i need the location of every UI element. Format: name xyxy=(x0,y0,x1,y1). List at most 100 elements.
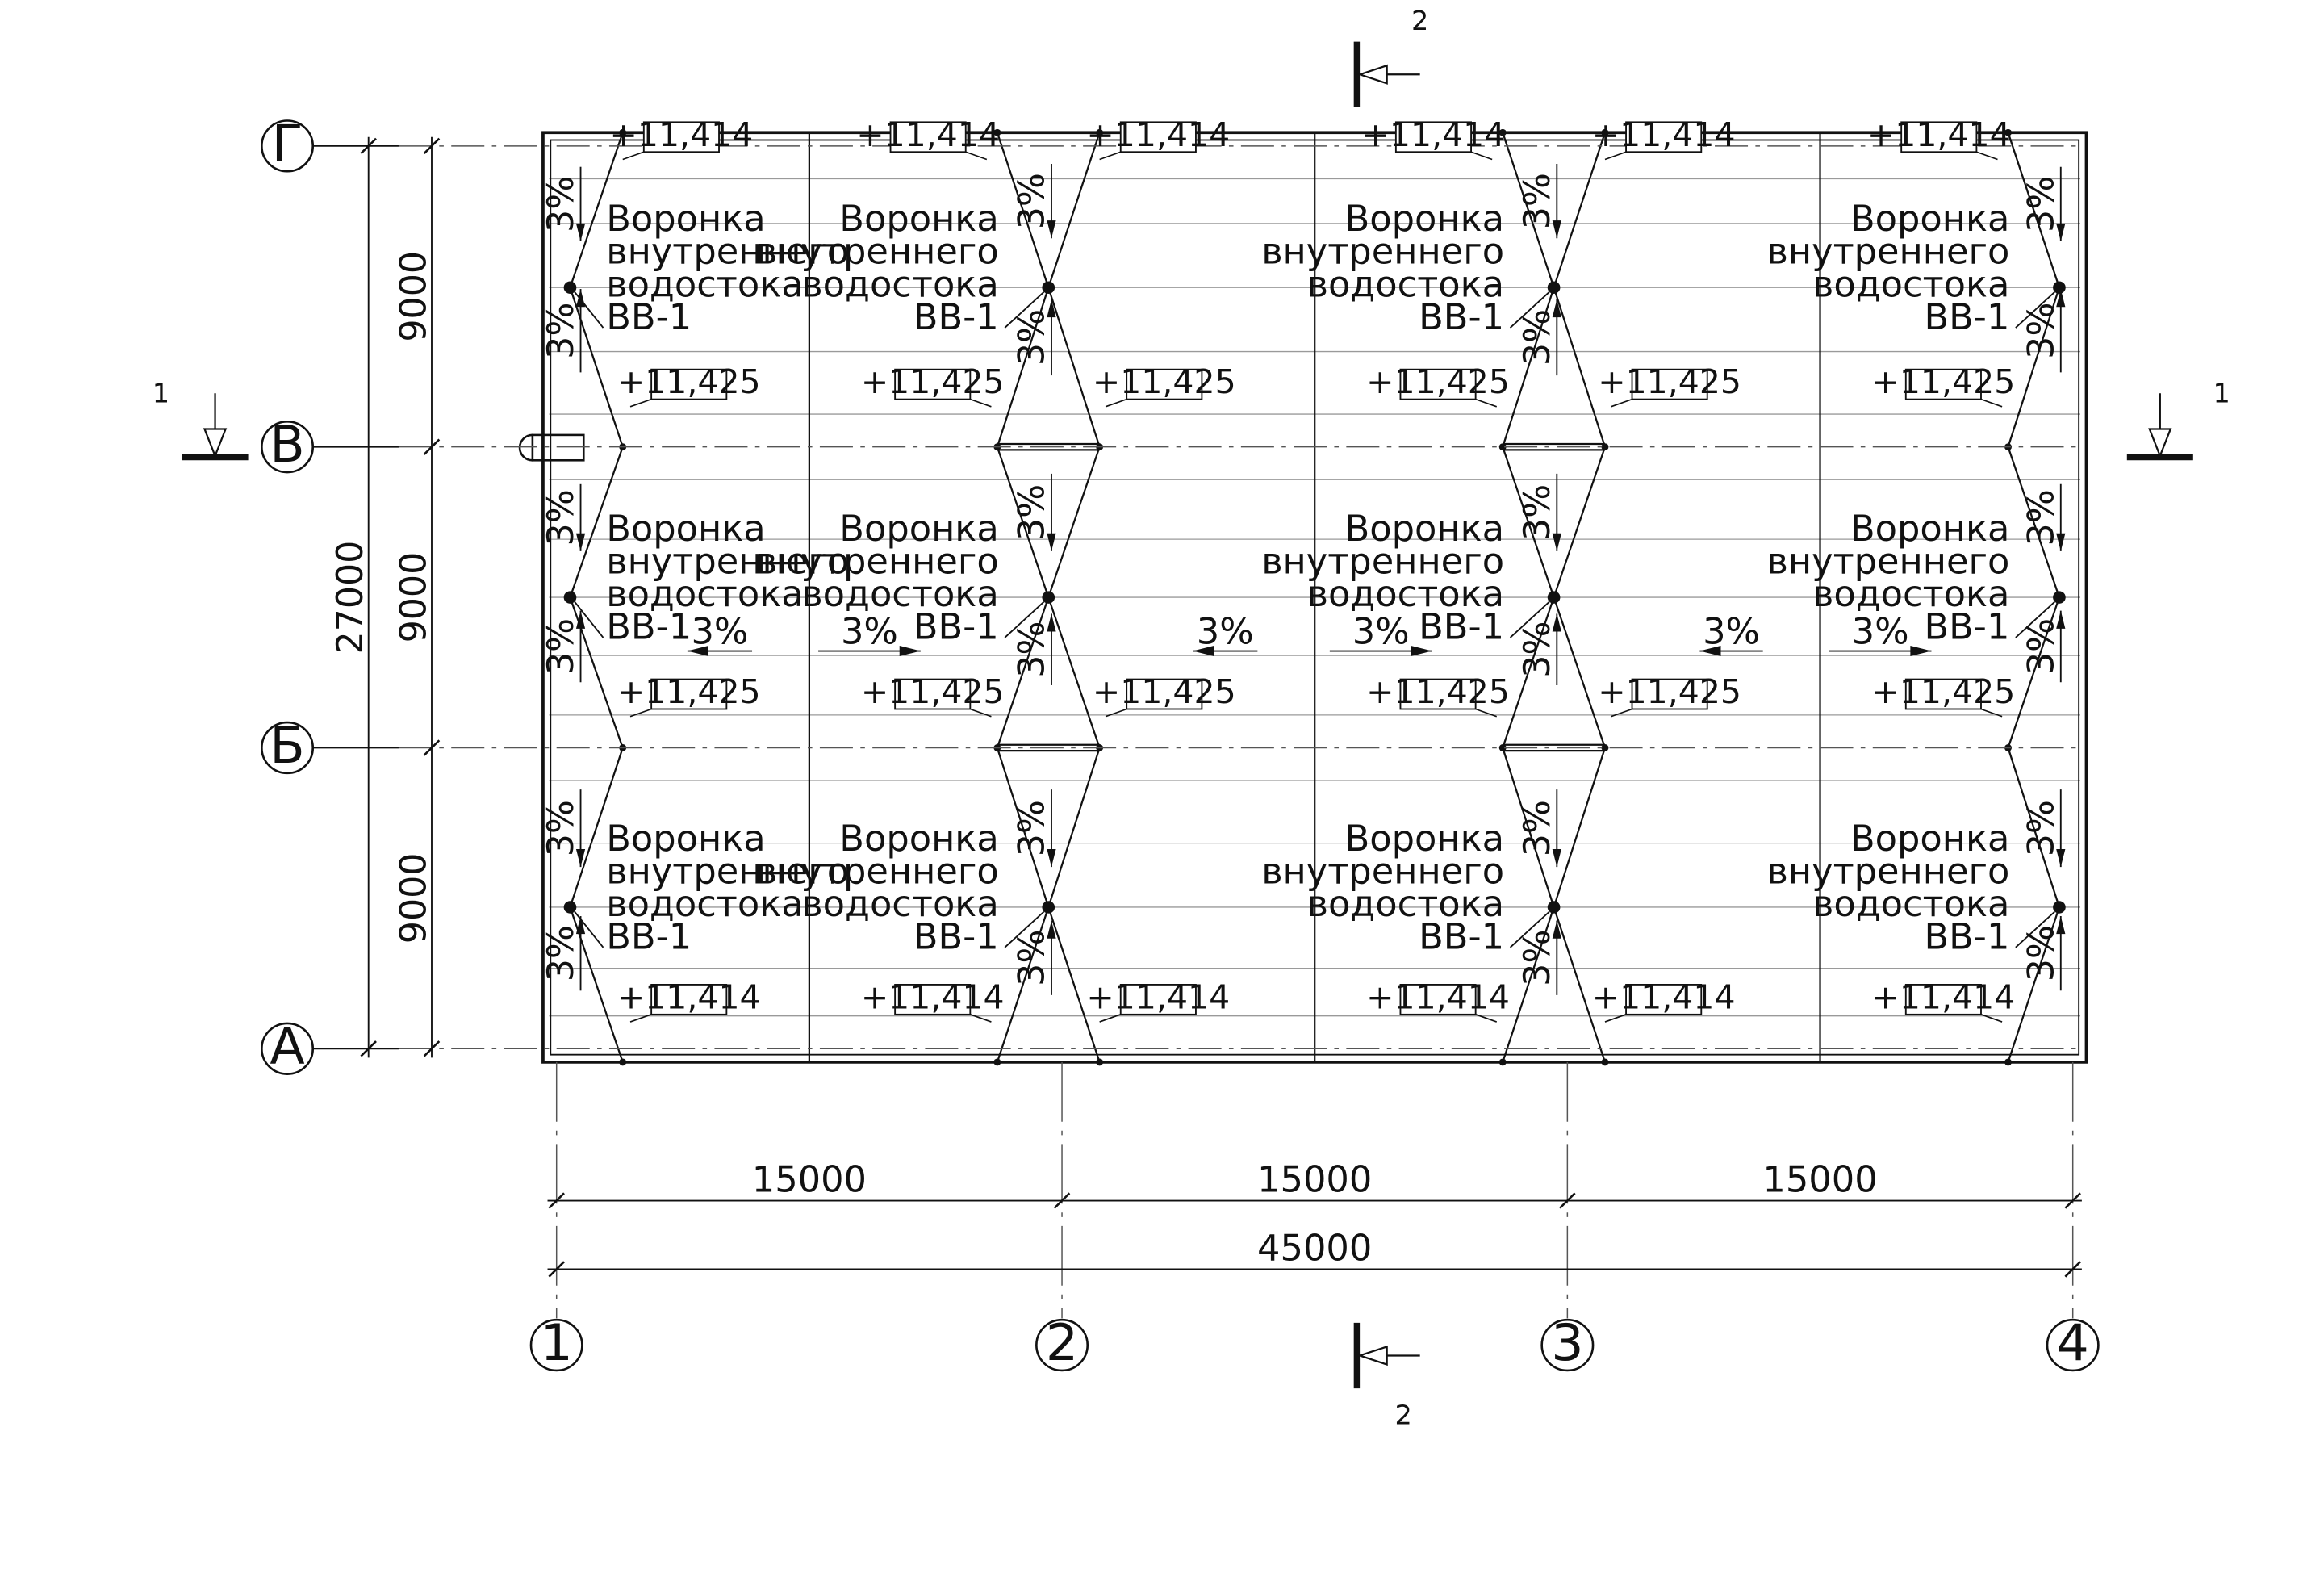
valley-line xyxy=(1553,287,1607,448)
total-height-dimension: 27000 xyxy=(330,541,371,655)
elevation-box xyxy=(650,678,728,710)
funnel-label-line: внутреннего xyxy=(756,852,999,893)
elevation-value: +11,414 xyxy=(1086,978,1230,1017)
slope-value: 3% xyxy=(2021,618,2062,675)
section-arrowhead xyxy=(1356,1345,1388,1366)
valley-line xyxy=(1047,906,1101,1063)
funnel-label-line: Воронка xyxy=(606,199,765,240)
slope-value: 3% xyxy=(1011,309,1052,366)
slope-arrowhead xyxy=(1552,920,1561,939)
dim-tick xyxy=(360,137,377,155)
slope-arrowhead xyxy=(1047,848,1056,868)
slope-arrowhead xyxy=(575,533,586,551)
elevation-leader xyxy=(1976,151,1998,161)
funnel-label-line: Воронка xyxy=(1850,199,2009,240)
slope-arrowhead xyxy=(575,848,586,868)
elevation-box xyxy=(1631,678,1708,710)
slope-value: 3% xyxy=(2021,925,2062,981)
dim-tick xyxy=(548,1192,565,1209)
ridge-node xyxy=(1498,1058,1507,1066)
valley-line xyxy=(1502,596,1555,748)
slope-value: 3% xyxy=(1011,800,1052,856)
slope-arrowhead xyxy=(1047,220,1056,239)
elevation-box xyxy=(889,121,967,153)
slope-value: 3% xyxy=(1517,930,1558,986)
funnel-label-line: водостока xyxy=(801,264,998,305)
funnel-label-line: ВВ-1 xyxy=(1419,917,1504,958)
elevation-value: +11,425 xyxy=(1366,362,1510,401)
section-mark-number: 1 xyxy=(2213,377,2230,408)
slope-arrowhead xyxy=(2056,916,2066,935)
valley-line xyxy=(1502,132,1555,288)
valley-line xyxy=(2007,287,2060,448)
funnel-label-line: ВВ-1 xyxy=(1419,607,1504,648)
valley-line xyxy=(1553,446,1607,598)
slope-value: 3% xyxy=(1011,484,1052,541)
slope-arrowhead xyxy=(1047,920,1056,939)
slope-value: 3% xyxy=(1197,611,1254,652)
elevation-leader xyxy=(970,708,992,718)
funnel-label-line: Воронка xyxy=(839,508,998,550)
slope-value: 3% xyxy=(2021,800,2062,856)
elevation-leader xyxy=(1475,398,1498,408)
funnel-label-line: ВВ-1 xyxy=(606,917,692,958)
funnel-symbol xyxy=(1042,901,1055,914)
elevation-leader xyxy=(1475,708,1498,718)
elevation-box xyxy=(894,368,972,400)
ridge-node xyxy=(2004,1058,2013,1066)
valley-line xyxy=(1502,906,1555,1063)
funnel-label-line: внутреннего xyxy=(1767,232,2010,273)
slope-arrowhead xyxy=(575,223,586,241)
slope-value: 3% xyxy=(1011,930,1052,986)
funnel-label-line: внутреннего xyxy=(1261,852,1504,893)
funnel-label-line: водостока xyxy=(1307,574,1504,615)
funnel-label-line: ВВ-1 xyxy=(913,297,999,338)
funnel-label-line: водостока xyxy=(801,884,998,925)
row-axis-bubble xyxy=(261,721,315,775)
elevation-leader xyxy=(1604,1014,1627,1023)
roof-panel-lines xyxy=(549,132,2081,1062)
funnel-symbol xyxy=(1547,591,1561,604)
funnel-leader xyxy=(2015,601,2055,638)
funnel-leader xyxy=(2015,291,2055,329)
slope-arrowhead xyxy=(2056,610,2066,629)
dim-tick xyxy=(360,1040,377,1057)
elevation-value: +11,425 xyxy=(1366,672,1510,711)
valley-line xyxy=(1502,446,1555,598)
row-axis-label-4: А xyxy=(270,1016,304,1076)
slope-arrowhead xyxy=(687,646,708,656)
funnel-label-line: внутреннего xyxy=(1261,232,1504,273)
ridge-node xyxy=(619,1058,627,1066)
funnel-symbol xyxy=(563,591,577,604)
funnel-label-line: внутреннего xyxy=(1261,542,1504,583)
valley-line xyxy=(569,287,624,448)
ridge-node xyxy=(1601,443,1609,451)
elevation-leader xyxy=(1604,151,1627,161)
funnel-leader xyxy=(1004,291,1045,329)
slope-arrowhead xyxy=(1699,646,1721,656)
slope-arrowhead xyxy=(1552,299,1561,318)
slope-arrowhead xyxy=(575,610,586,629)
elevation-marks: +11,414+11,414+11,414+11,414+11,414+11,4… xyxy=(610,115,2015,1023)
slope-value: 3% xyxy=(541,800,582,856)
valley-line xyxy=(996,596,1050,748)
drain-funnels: ВоронкавнутреннеговодостокаВВ-1Воронкавн… xyxy=(563,199,2066,958)
ridge-node xyxy=(1096,1058,1104,1066)
slope-value: 3% xyxy=(541,176,582,232)
funnel-symbol xyxy=(1042,281,1055,294)
funnel-label-line: водостока xyxy=(801,574,998,615)
section-arrowhead xyxy=(1356,64,1388,85)
valley-lines xyxy=(569,128,2060,1066)
elevation-value: +11,425 xyxy=(861,672,1005,711)
dim-tick xyxy=(423,137,441,155)
valley-line xyxy=(2007,446,2060,598)
funnel-label-line: внутреннего xyxy=(606,232,849,273)
dim-tick xyxy=(423,1040,441,1057)
elevation-value: +11,425 xyxy=(1871,362,2015,401)
slope-value: 3% xyxy=(541,489,582,546)
dim-tick xyxy=(1559,1192,1576,1209)
slope-value: 3% xyxy=(1517,173,1558,229)
slope-value: 3% xyxy=(1517,800,1558,856)
funnel-label-line: ВВ-1 xyxy=(1924,607,2009,648)
